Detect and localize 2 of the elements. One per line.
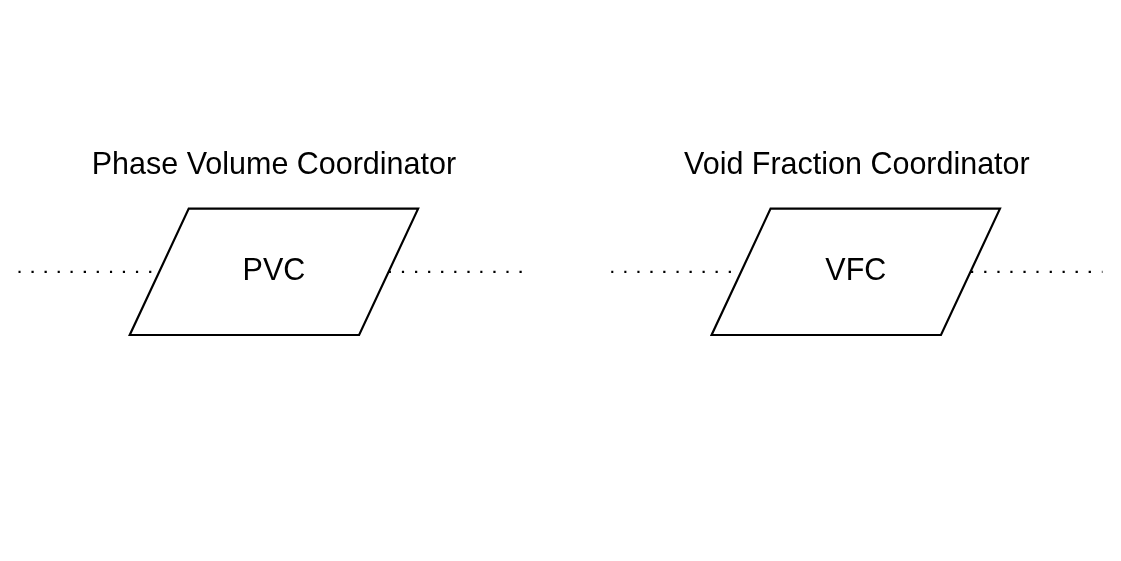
node-label: Void Fraction Coordinator [684,145,1030,180]
node-label: Phase Volume Coordinator [91,145,457,180]
